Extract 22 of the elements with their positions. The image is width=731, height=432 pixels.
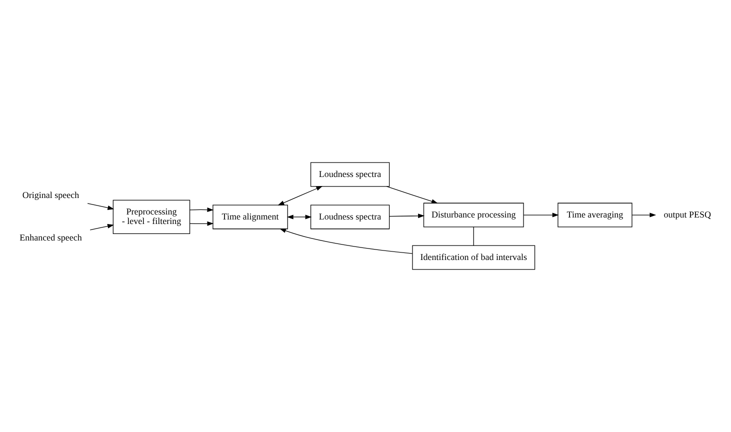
arrow bbox=[190, 208, 214, 212]
node-box: Loudness spectra bbox=[310, 204, 390, 230]
arrow bbox=[389, 214, 425, 218]
node-text: Enhanced speech bbox=[20, 232, 82, 243]
arrow bbox=[632, 212, 656, 218]
node-text: Original speech bbox=[22, 190, 80, 200]
node-text: output PESQ bbox=[664, 209, 711, 220]
arrow bbox=[386, 186, 438, 204]
arrow bbox=[279, 228, 413, 254]
arrow bbox=[523, 212, 559, 218]
node-box: Time averaging bbox=[558, 202, 632, 228]
arrow bbox=[90, 224, 114, 230]
connector bbox=[473, 226, 474, 246]
node-box: Identification of bad intervals bbox=[412, 245, 536, 270]
node-box: Time alignment bbox=[212, 204, 288, 230]
node-box: Preprocessing - level - filtering bbox=[112, 200, 190, 234]
node-box: Loudness spectra bbox=[310, 162, 390, 187]
arrow bbox=[190, 221, 214, 226]
arrow bbox=[87, 203, 114, 210]
arrow bbox=[286, 214, 312, 220]
node-box: Disturbance processing bbox=[423, 202, 524, 228]
arrow bbox=[278, 186, 323, 206]
